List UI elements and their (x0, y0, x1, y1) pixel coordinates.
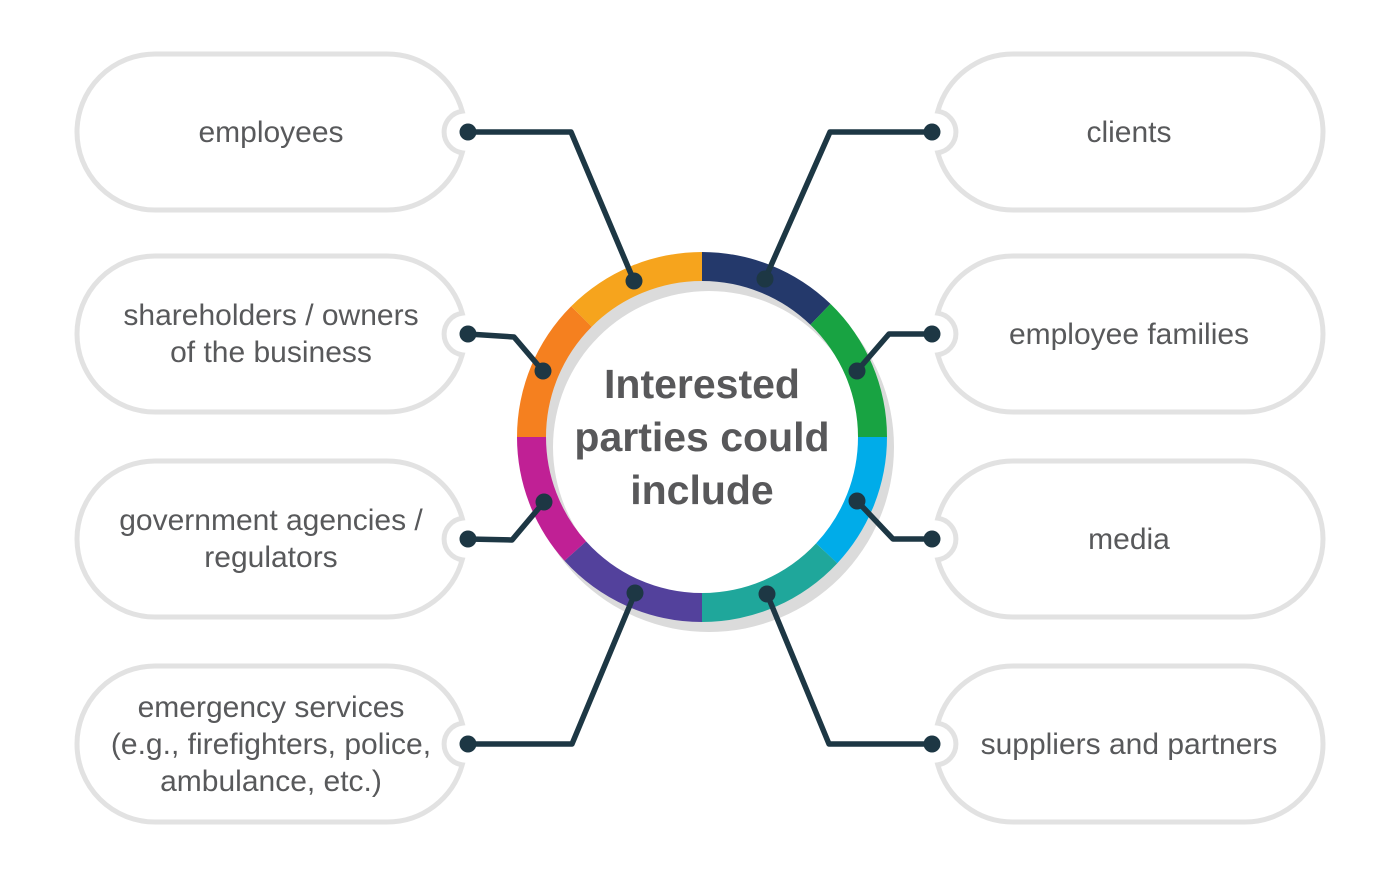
ring-segment-orange (517, 306, 592, 437)
node-label-government: government agencies / regulators (119, 504, 423, 574)
connector-suppliers (764, 591, 935, 747)
ring-segment-navy (702, 252, 831, 325)
connector-clients (762, 129, 935, 282)
node-label-media: media (1088, 522, 1170, 556)
connector-media (854, 498, 935, 542)
connector-employees (465, 129, 637, 284)
connector-dot-pill-suppliers (923, 735, 941, 753)
connector-dot-pill-government (459, 530, 477, 548)
node-label-shareholders: shareholders / owners of the business (123, 299, 419, 369)
node-pill-shareholders (74, 253, 466, 415)
ring-segment-purple (564, 541, 702, 622)
connector-dot-ring-clients (756, 270, 774, 288)
connector-dot-pill-media (923, 530, 941, 548)
connector-government (465, 499, 547, 543)
node-label-employees: employees (198, 115, 344, 149)
connector-dot-pill-clients (923, 123, 941, 141)
node-label-clients: clients (1086, 115, 1172, 149)
node-pill-media (934, 458, 1326, 620)
node-label-employee-families: employee families (1008, 317, 1250, 351)
node-pill-employee-families (934, 253, 1326, 415)
node-label-emergency: emergency services (e.g., firefighters, … (110, 690, 432, 798)
connector-dot-pill-employee-families (923, 325, 941, 343)
connector-dot-ring-employees (625, 272, 643, 290)
connector-dot-ring-media (848, 492, 866, 510)
connector-dot-pill-employees (459, 123, 477, 141)
connector-dot-ring-employee-families (848, 362, 866, 380)
ring-segment-amber (571, 252, 702, 327)
node-pill-employees (74, 51, 466, 213)
node-label-suppliers: suppliers and partners (980, 727, 1278, 761)
connector-dot-pill-emergency (459, 735, 477, 753)
node-pill-clients (934, 51, 1326, 213)
connector-shareholders (465, 331, 546, 374)
node-pill-suppliers (934, 663, 1326, 825)
connector-dot-ring-shareholders (534, 362, 552, 380)
node-pill-emergency (74, 663, 466, 825)
connector-emergency (465, 590, 638, 747)
connector-dot-ring-government (535, 493, 553, 511)
connector-dot-ring-suppliers (758, 585, 776, 603)
center-title: Interested parties could include (574, 360, 830, 513)
connector-employee-families (854, 331, 935, 374)
connector-dot-pill-shareholders (459, 325, 477, 343)
connector-dot-ring-emergency (626, 584, 644, 602)
ring-segment-teal (702, 543, 838, 622)
node-pill-government (74, 458, 466, 620)
